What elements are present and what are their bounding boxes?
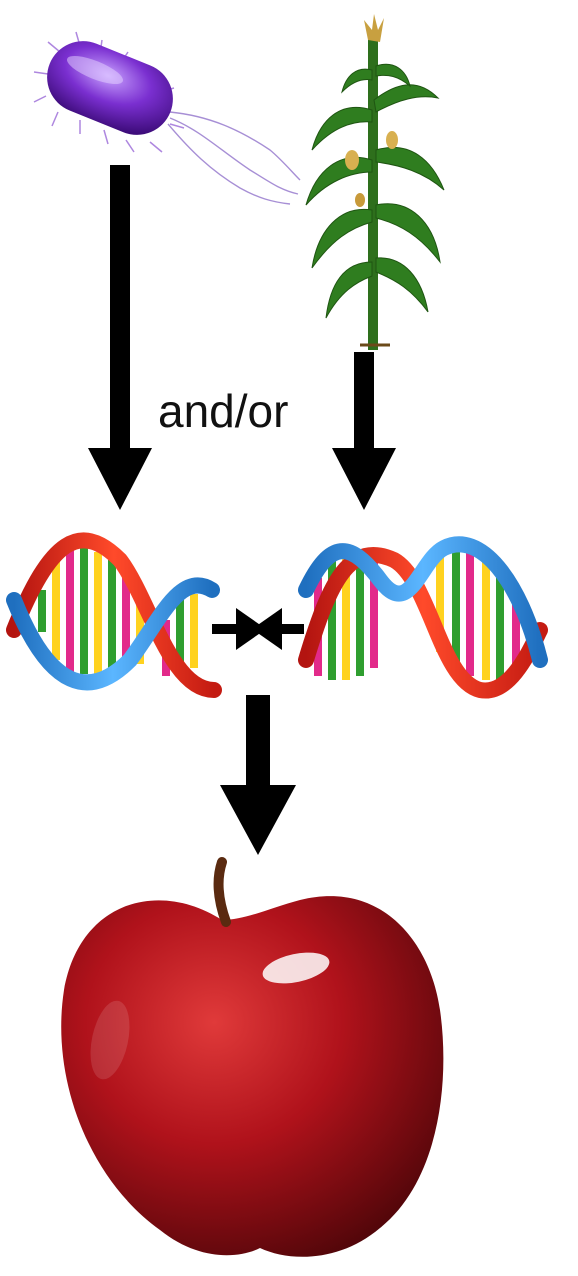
apple-icon (61, 862, 443, 1257)
dna-helix-left-icon (14, 540, 214, 690)
join-arrows (212, 608, 304, 650)
arrow-dna-to-apple (220, 695, 296, 855)
corn-plant-icon (306, 14, 444, 350)
and-or-label: and/or (158, 388, 358, 434)
dna-helix-right-icon (306, 544, 540, 690)
arrow-bacterium-to-dna (88, 165, 152, 510)
bacterium-icon (34, 30, 300, 204)
